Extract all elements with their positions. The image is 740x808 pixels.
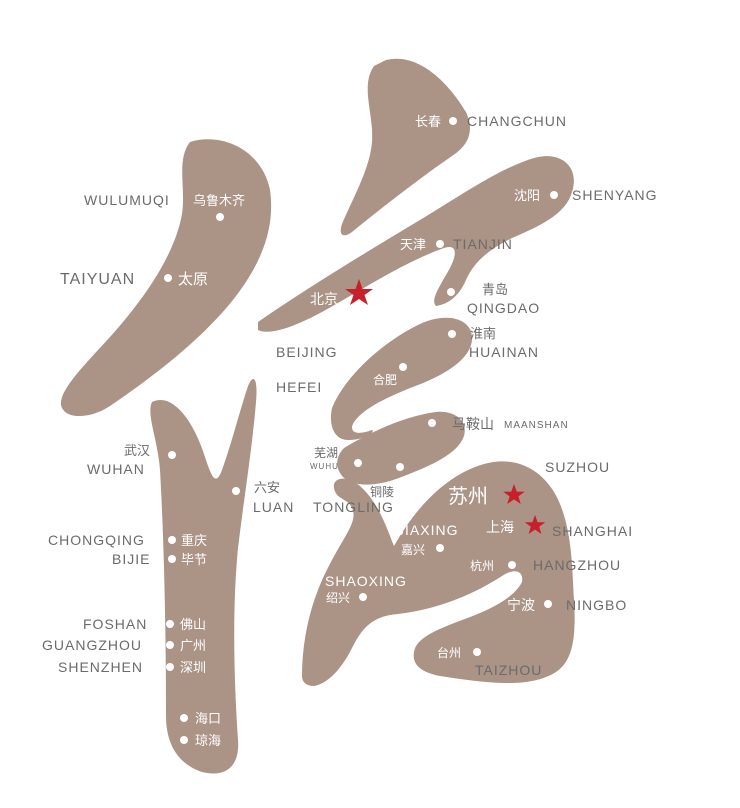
wuhu-en-label: WUHU <box>310 462 339 471</box>
jiaxing-en-label: JIAXING <box>397 522 458 538</box>
guangzhou-en-label: GUANGZHOU <box>42 637 142 653</box>
wuhu-cn-label: 芜湖 <box>314 445 338 460</box>
stroke-middle-upper <box>330 317 473 440</box>
qionghai-cn-label: 琼海 <box>195 734 221 749</box>
maanshan-cn-label: 马鞍山 <box>452 417 494 433</box>
city-labels: 长春 CHANGCHUN 沈阳 SHENYANG 天津 TIANJIN 北京 B… <box>42 113 658 749</box>
wulumuqi-en-label: WULUMUQI <box>84 192 170 208</box>
bijie-cn-label: 毕节 <box>181 553 207 568</box>
maanshan-en-label: MAANSHAN <box>504 420 569 431</box>
suzhou-en-label: SUZHOU <box>545 459 610 475</box>
wuhu-dot[interactable] <box>354 459 362 467</box>
bijie-en-label: BIJIE <box>112 551 150 567</box>
shanghai-star-icon[interactable] <box>524 515 546 534</box>
maanshan-dot[interactable] <box>428 419 436 427</box>
stroke-horizontal <box>258 156 574 332</box>
changchun-cn-label: 长春 <box>415 115 441 130</box>
taizhou-cn-label: 台州 <box>437 645 461 660</box>
luan-dot[interactable] <box>232 487 240 495</box>
wulumuqi-cn-label: 乌鲁木齐 <box>193 193 245 209</box>
changchun-dot[interactable] <box>449 117 457 125</box>
tianjin-cn-label: 天津 <box>400 238 426 253</box>
beijing-en-label: BEIJING <box>276 344 337 360</box>
shaoxing-dot[interactable] <box>359 593 367 601</box>
taiyuan-cn-label: 太原 <box>178 270 208 288</box>
stroke-left-vertical <box>150 379 257 774</box>
jiaxing-dot[interactable] <box>436 544 444 552</box>
luan-cn-label: 六安 <box>254 481 280 496</box>
stroke-bottom-hook <box>302 461 575 686</box>
guangzhou-dot[interactable] <box>166 641 174 649</box>
shenzhen-en-label: SHENZHEN <box>58 659 143 675</box>
ningbo-en-label: NINGBO <box>566 597 627 613</box>
shenzhen-cn-label: 深圳 <box>180 661 206 676</box>
changchun-en-label: CHANGCHUN <box>467 113 567 129</box>
stroke-middle-lower <box>337 411 465 485</box>
huainan-en-label: HUAINAN <box>469 344 539 360</box>
foshan-en-label: FOSHAN <box>83 616 147 632</box>
hefei-en-label: HEFEI <box>276 379 322 395</box>
shenyang-dot[interactable] <box>550 191 558 199</box>
qionghai-dot[interactable] <box>180 736 188 744</box>
beijing-cn-label: 北京 <box>310 292 338 308</box>
taiyuan-dot[interactable] <box>164 274 172 282</box>
tianjin-en-label: TIANJIN <box>453 236 513 252</box>
shenyang-en-label: SHENYANG <box>572 187 658 203</box>
suzhou-cn-label: 苏州 <box>448 484 488 508</box>
taizhou-en-label: TAIZHOU <box>475 662 542 678</box>
city-dots <box>164 117 558 744</box>
shanghai-en-label: SHANGHAI <box>552 523 633 539</box>
shenzhen-dot[interactable] <box>166 663 174 671</box>
huainan-dot[interactable] <box>448 330 456 338</box>
jiaxing-cn-label: 嘉兴 <box>401 543 425 557</box>
hefei-dot[interactable] <box>399 363 407 371</box>
foshan-cn-label: 佛山 <box>180 618 206 633</box>
ningbo-cn-label: 宁波 <box>507 597 535 614</box>
shaoxing-cn-label: 绍兴 <box>326 591 350 605</box>
chongqing-dot[interactable] <box>168 536 176 544</box>
huainan-cn-label: 淮南 <box>470 326 496 342</box>
chongqing-cn-label: 重庆 <box>181 533 207 549</box>
taiyuan-en-label: TAIYUAN <box>60 271 135 288</box>
city-stars <box>345 279 546 534</box>
wuhan-en-label: WUHAN <box>87 461 145 477</box>
hefei-cn-label: 合肥 <box>373 372 397 387</box>
shenyang-cn-label: 沈阳 <box>514 189 540 204</box>
guangzhou-cn-label: 广州 <box>180 639 206 654</box>
beijing-star-icon[interactable] <box>345 279 373 305</box>
bijie-dot[interactable] <box>168 555 176 563</box>
taizhou-dot[interactable] <box>473 648 481 656</box>
wulumuqi-dot[interactable] <box>216 213 224 221</box>
luan-en-label: LUAN <box>253 499 294 515</box>
tianjin-dot[interactable] <box>436 240 444 248</box>
stroke-top-dot <box>340 58 470 236</box>
wuhan-cn-label: 武汉 <box>124 444 150 459</box>
shanghai-cn-label: 上海 <box>486 520 514 536</box>
suzhou-star-icon[interactable] <box>503 484 525 504</box>
hangzhou-cn-label: 杭州 <box>470 558 494 573</box>
qingdao-dot[interactable] <box>447 288 455 296</box>
wuhan-dot[interactable] <box>168 451 176 459</box>
ningbo-dot[interactable] <box>544 600 552 608</box>
qingdao-cn-label: 青岛 <box>482 282 508 298</box>
foshan-dot[interactable] <box>166 620 174 628</box>
shaoxing-en-label: SHAOXING <box>325 573 407 589</box>
chongqing-en-label: CHONGQING <box>48 532 145 548</box>
haikou-cn-label: 海口 <box>195 712 221 727</box>
tongling-dot[interactable] <box>396 463 404 471</box>
hangzhou-dot[interactable] <box>508 561 516 569</box>
haikou-dot[interactable] <box>180 714 188 722</box>
hangzhou-en-label: HANGZHOU <box>533 557 621 573</box>
qingdao-en-label: QINGDAO <box>467 300 540 316</box>
tongling-en-label: TONGLING <box>313 499 394 515</box>
tongling-cn-label: 铜陵 <box>370 484 394 499</box>
